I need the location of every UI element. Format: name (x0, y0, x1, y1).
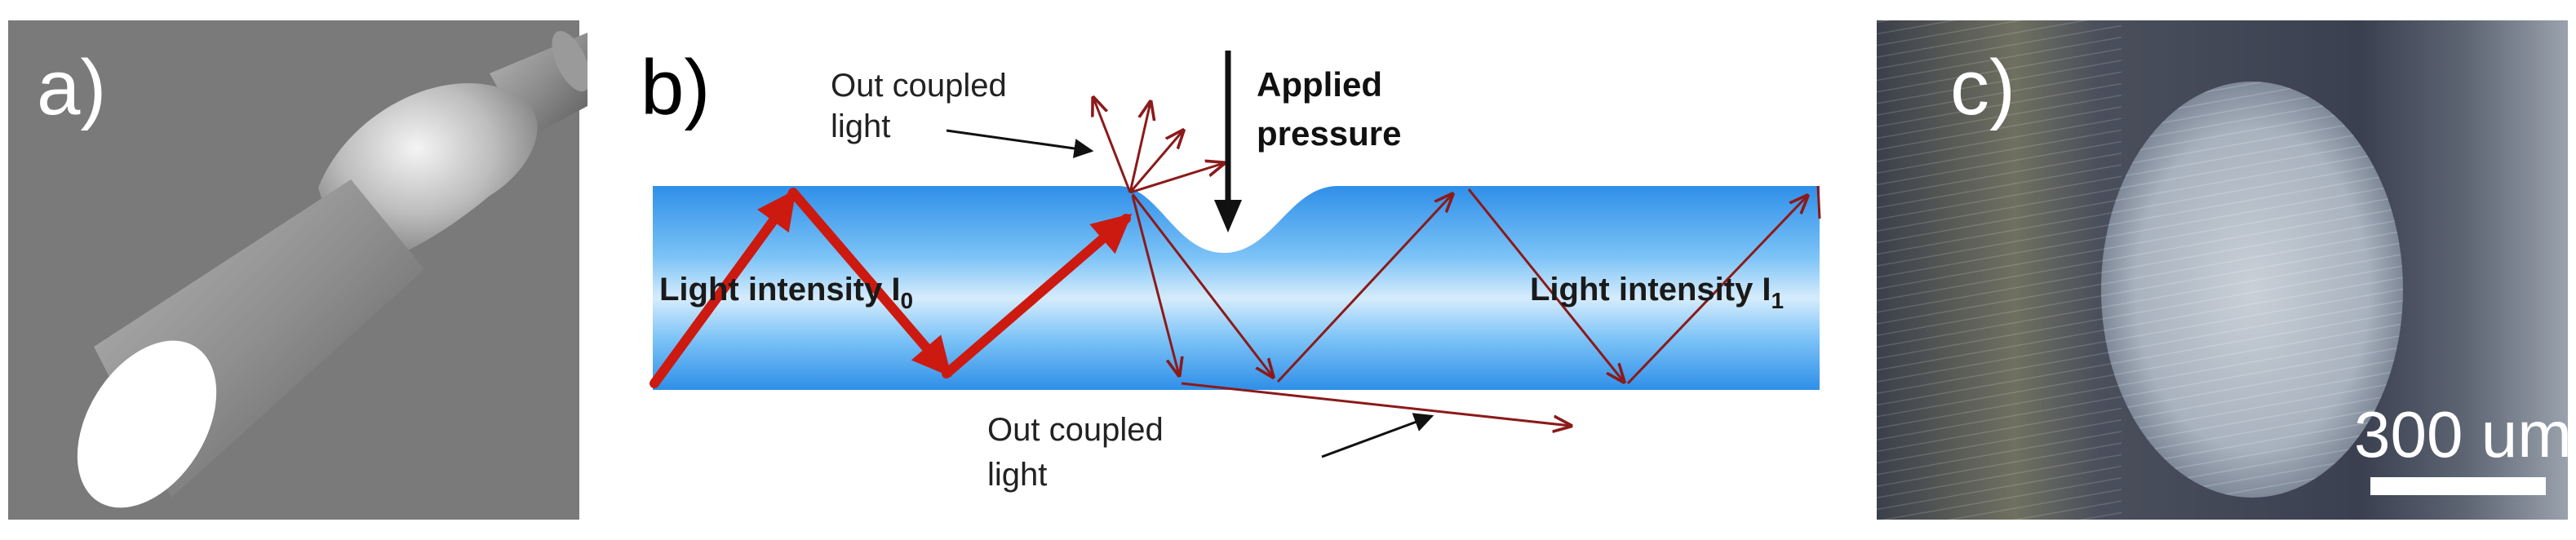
scale-bar (2370, 477, 2546, 495)
scale-bar-label: 300 um (2354, 398, 2572, 471)
out-coupled-bottom-label: Out coupled light (987, 412, 1173, 493)
out-coupled-top-label: Out coupled light (831, 68, 1016, 144)
micrograph: c) 300 um (1877, 20, 2572, 520)
out-coupled-rays-top (1093, 98, 1224, 194)
light-intensity-left: Light intensity I0 (659, 272, 913, 313)
waveguide-schematic: b) (641, 44, 1821, 493)
fiber-end-face (77, 340, 217, 508)
light-intensity-right: Light intensity I1 (1530, 272, 1784, 313)
panel-a: a) (0, 0, 587, 540)
thin-rays (1131, 185, 1821, 426)
panel-c-label: c) (1950, 44, 2015, 131)
pressure-arrow (1214, 51, 1242, 232)
out-coupled-bottom-pointer (1321, 413, 1434, 458)
applied-pressure-label: Applied pressure (1257, 65, 1401, 153)
out-coupled-top-pointer (946, 129, 1094, 158)
panel-b-label: b) (641, 44, 710, 131)
panel-c: c) 300 um (1869, 0, 2576, 540)
fiber-render: a) (8, 20, 587, 520)
panel-a-label: a) (37, 44, 106, 131)
panel-b: b) (604, 0, 1852, 540)
thick-rays (650, 188, 1133, 388)
